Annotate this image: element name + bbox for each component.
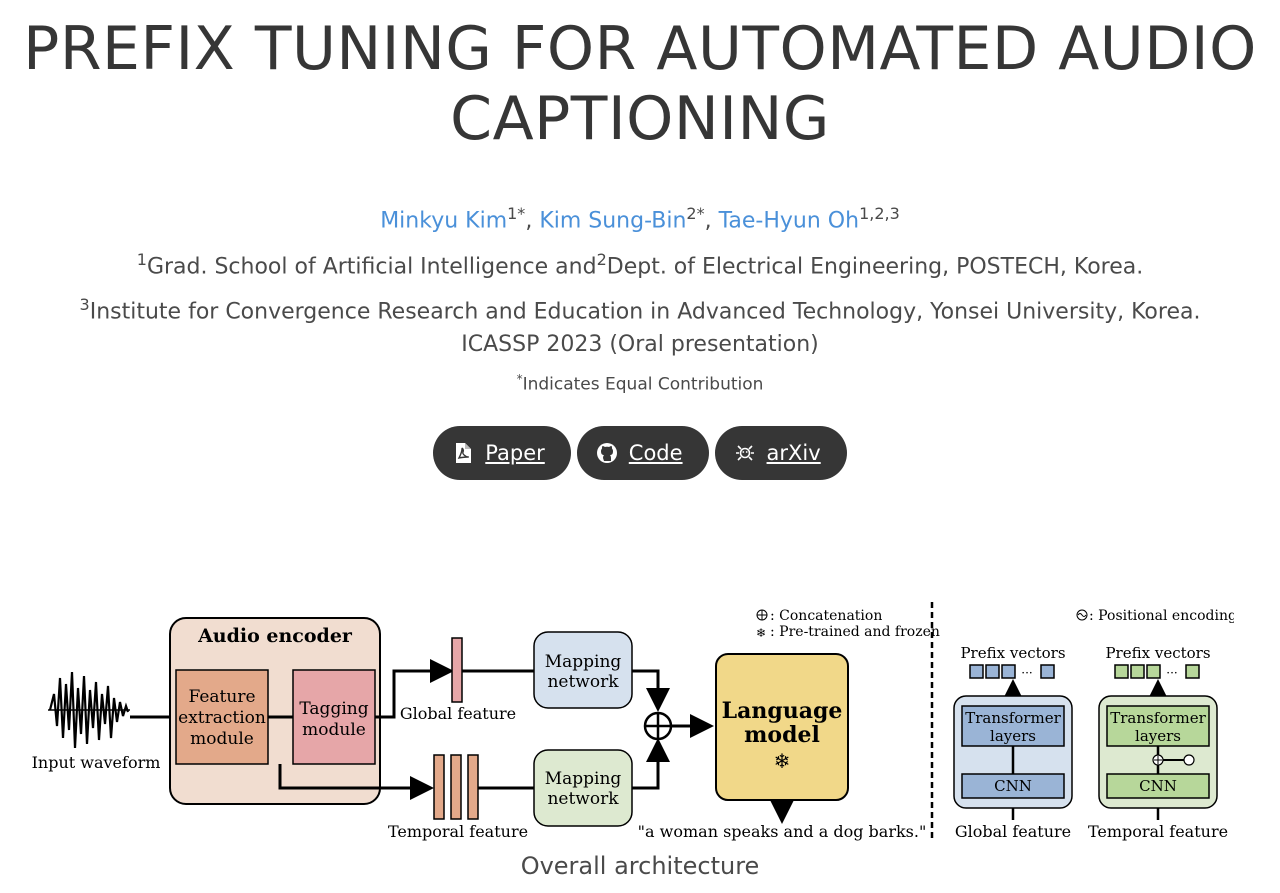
temporal-feature-label: Temporal feature	[388, 822, 528, 841]
svg-text:Prefix vectors: Prefix vectors	[960, 644, 1065, 662]
svg-text:Mapping: Mapping	[545, 652, 622, 672]
svg-text:: Concatenation: : Concatenation	[770, 608, 882, 624]
snowflake-icon: ❄	[774, 749, 791, 773]
svg-text:Transformer: Transformer	[965, 709, 1061, 727]
svg-text:layers: layers	[990, 727, 1036, 745]
svg-text:···: ···	[1021, 666, 1032, 680]
authors: Minkyu Kim1*, Kim Sung-Bin2*, Tae-Hyun O…	[380, 204, 900, 234]
svg-text:module: module	[190, 729, 254, 749]
waveform-icon	[48, 671, 130, 749]
arxiv-button-label: arXiv	[766, 441, 821, 465]
paper-button[interactable]: Paper	[433, 426, 571, 480]
arxiv-icon	[735, 443, 755, 463]
svg-text:CNN: CNN	[994, 777, 1032, 795]
code-button-label: Code	[628, 441, 683, 465]
author-sup: 1,2,3	[859, 204, 900, 223]
code-button[interactable]: Code	[576, 426, 709, 480]
architecture-diagram: Input waveform Audio encoder Feature ext…	[32, 602, 1234, 842]
audio-encoder-label: Audio encoder	[197, 625, 353, 647]
figure-caption: Overall architecture	[520, 852, 760, 880]
svg-text:Prefix vectors: Prefix vectors	[1105, 644, 1210, 662]
github-icon	[596, 443, 617, 463]
output-caption: "a woman speaks and a dog barks."	[638, 822, 927, 841]
svg-text:Feature: Feature	[188, 687, 255, 707]
prefix-vectors-global: ···	[969, 664, 1055, 680]
venue: ICASSP 2023 (Oral presentation)	[461, 332, 819, 357]
svg-text:Mapping: Mapping	[545, 769, 622, 789]
file-pdf-icon	[453, 443, 473, 463]
svg-text:layers: layers	[1135, 727, 1181, 745]
svg-text:network: network	[547, 672, 619, 692]
svg-text:module: module	[302, 720, 366, 740]
svg-text:Tagging: Tagging	[299, 699, 368, 719]
svg-text:···: ···	[1166, 666, 1177, 680]
svg-text:: Pre-trained and frozen: : Pre-trained and frozen	[770, 624, 940, 640]
affiliation-line-1: 1Grad. School of Artificial Intelligence…	[136, 250, 1144, 280]
svg-text:model: model	[744, 722, 820, 748]
svg-text:Global feature: Global feature	[955, 822, 1071, 841]
svg-text:Transformer: Transformer	[1110, 709, 1206, 727]
prefix-vectors-temporal: ···	[1114, 664, 1200, 680]
svg-text:network: network	[547, 789, 619, 809]
paper-button-label: Paper	[485, 441, 545, 465]
concatenation-icon	[643, 711, 673, 741]
author-link-kim-sung-bin[interactable]: Kim Sung-Bin	[539, 208, 687, 234]
global-feature-label: Global feature	[400, 704, 516, 723]
svg-text:: Positional encoding: : Positional encoding	[1089, 608, 1234, 624]
equal-contribution-note: *Indicates Equal Contribution	[516, 372, 764, 395]
page-title: PREFIX TUNING FOR AUTOMATED AUDIO CAPTIO…	[23, 14, 1257, 154]
svg-text:extraction: extraction	[178, 708, 266, 728]
author-link-minkyu-kim[interactable]: Minkyu Kim	[380, 208, 508, 234]
svg-text:Language: Language	[722, 698, 843, 724]
svg-text:Temporal feature: Temporal feature	[1088, 822, 1228, 841]
input-waveform-label: Input waveform	[32, 753, 161, 772]
author-sup: 1*	[507, 204, 526, 223]
author-sup: 2*	[686, 204, 705, 223]
svg-text:CNN: CNN	[1139, 777, 1177, 795]
svg-text:❄: ❄	[756, 626, 766, 640]
legend: : Concatenation ❄ : Pre-trained and froz…	[756, 608, 940, 640]
author-link-tae-hyun-oh[interactable]: Tae-Hyun Oh	[718, 208, 860, 234]
affiliation-line-2: 3Institute for Convergence Research and …	[79, 295, 1201, 325]
link-buttons: Paper Code arXiv	[0, 426, 1280, 480]
tagging-module-block	[292, 669, 376, 765]
global-feature-bar	[451, 637, 463, 703]
arxiv-button[interactable]: arXiv	[714, 426, 847, 480]
